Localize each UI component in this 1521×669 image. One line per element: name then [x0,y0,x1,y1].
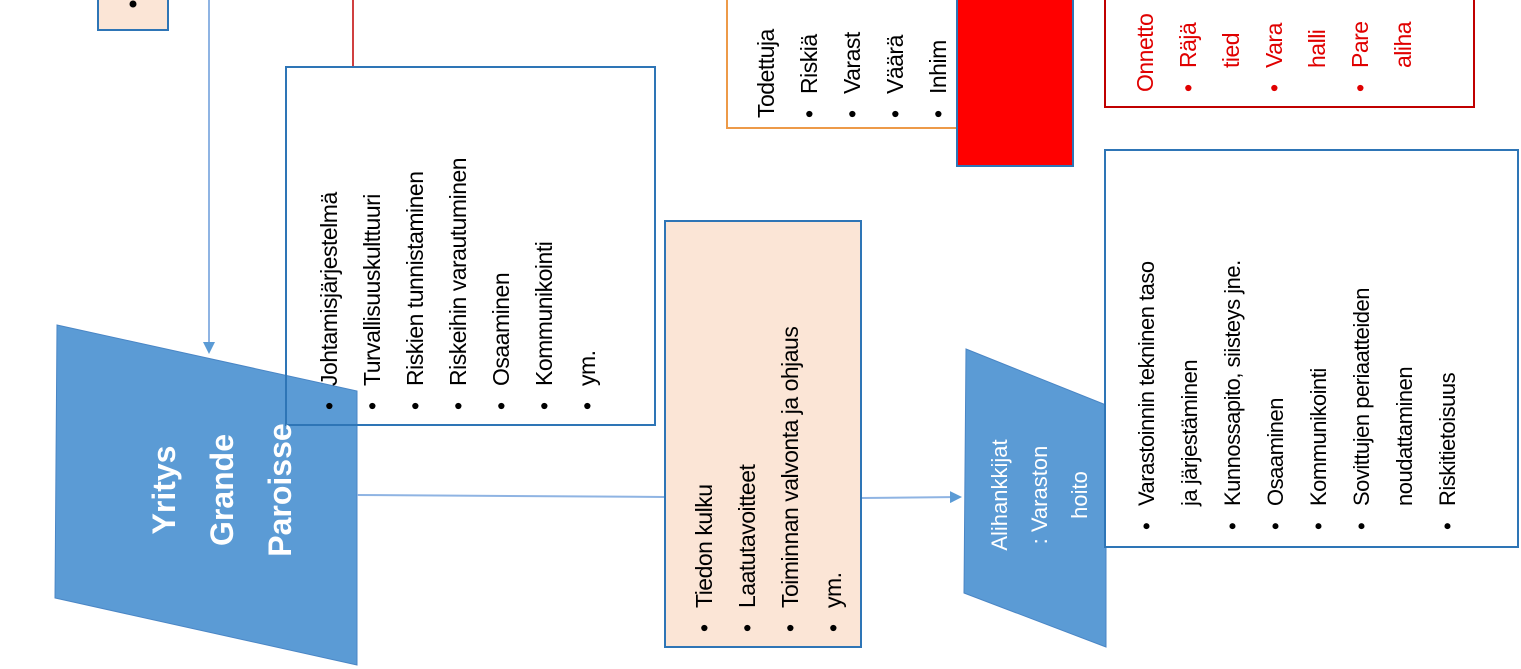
list-item-line: aliha [1390,21,1416,68]
company-shape-title: Yritys Grande Paroisse [135,360,309,620]
list-item: Kunnossapito, siisteys jne. [1211,150,1254,530]
list-item: Johtamisjärjestelmä [308,80,351,410]
red-outline-box-header: Onnetto [1132,13,1158,92]
list-item: Riskitietoisuus [1426,150,1469,530]
subcontractor-title-line: Alihankkijat [987,439,1012,551]
list-item: Kommunikointi [523,80,566,410]
red-outline-box-list: Onnetto Räjä tied Vara halli Pare aliha [1124,0,1425,92]
list-item: Varastoinnin tekninen taso ja järjestämi… [1125,150,1211,530]
middle-box-list: Tiedon kulku Laatutavoitteet Toiminnan v… [683,232,855,632]
list-item: Toiminnan valvonta ja ohjaus [769,232,812,632]
list-item: Turvallisuuskulttuuri [351,80,394,410]
list-item: Vara halli [1253,0,1339,92]
list-item: Räjä tied [1167,0,1253,92]
connector-company-to-middle [356,494,666,498]
list-item-line: Vara [1261,23,1287,68]
list-item: Inhim [917,0,960,118]
company-box-list: Johtamisjärjestelmä Turvallisuuskulttuur… [308,80,609,410]
subcontractor-title-line: : Varaston [1027,445,1052,545]
orange-box-list: Todettuja Riskiä Varast Väärä Inhim [745,0,960,118]
list-item-line: Kunnossapito, siisteys jne. [1220,260,1245,506]
list-item: Riskeihin varautuminen [437,80,480,410]
list-item-line: tied [1218,32,1244,68]
list-item: Pare aliha [1339,0,1425,92]
list-item: Laatutavoitteet [726,232,769,632]
list-item: Riskien tunnistaminen [394,80,437,410]
list-item: Kommunikointi [1297,150,1340,530]
company-title-line: Paroisse [262,423,298,557]
subcontractor-shape [963,348,1107,648]
list-item: Varast [831,0,874,118]
list-item: Tiedon kulku [683,232,726,632]
company-title-line: Yritys [146,445,182,535]
connector-middle-to-subcontractor [860,491,962,504]
list-item-line: Räjä [1175,22,1201,68]
subcontractor-shape-title: Alihankkijat : Varaston hoito [980,410,1100,580]
list-item-line: halli [1304,29,1330,68]
company-shape [54,324,358,666]
top-small-box-bullet [129,0,137,8]
list-item-line: Osaaminen [1263,397,1288,506]
list-item: Sovittujen periaatteiden noudattaminen [1340,150,1426,530]
list-item: Osaaminen [480,80,523,410]
list-item-line: noudattaminen [1392,366,1417,506]
subcontractor-title-line: hoito [1067,471,1092,519]
list-item-line: Varastoinnin tekninen taso [1134,261,1159,506]
orange-box-header: Todettuja [753,29,779,118]
company-box-frame [285,66,656,426]
company-title-line: Grande [204,433,240,547]
list-item-line: ja järjestäminen [1177,359,1202,506]
list-item-line: Sovittujen periaatteiden [1349,288,1374,506]
list-item: Osaaminen [1254,150,1297,530]
red-filled-box [956,0,1074,167]
list-item-line: Kommunikointi [1306,368,1331,506]
list-item: Riskiä [788,0,831,118]
list-item-line: Pare [1347,21,1373,68]
list-item: ym. [812,232,855,632]
list-item: Väärä [874,0,917,118]
subcontractor-box-list: Varastoinnin tekninen taso ja järjestämi… [1125,150,1469,530]
list-item-line: Riskitietoisuus [1435,372,1460,506]
list-item: ym. [566,80,609,410]
